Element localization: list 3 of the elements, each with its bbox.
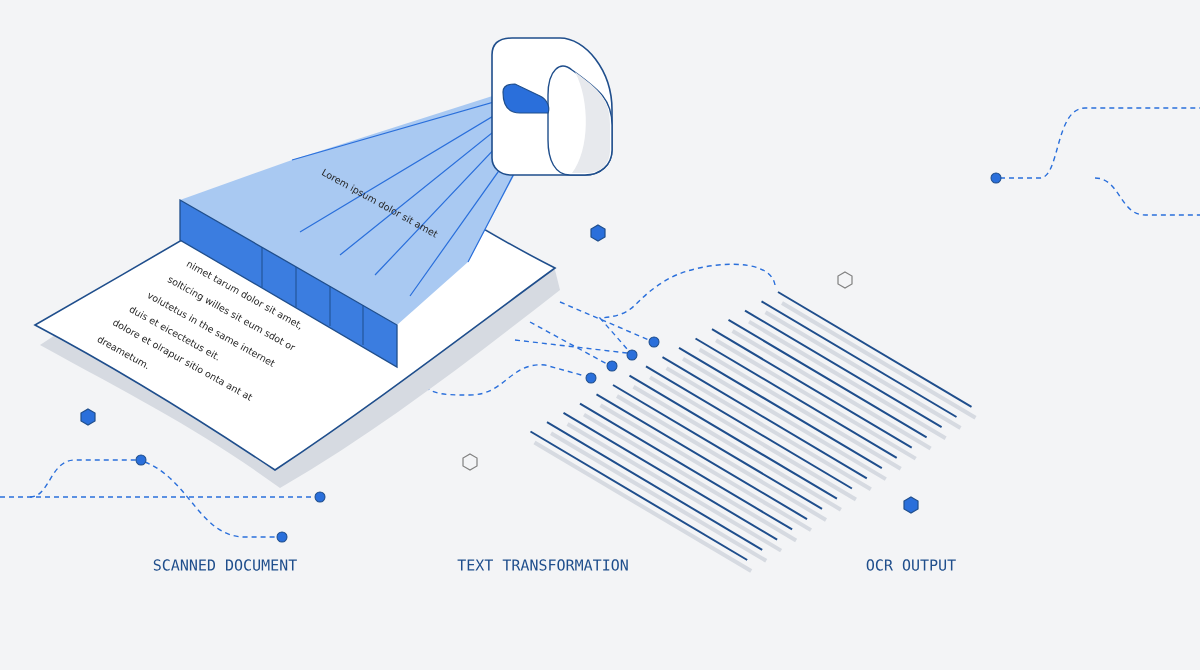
- section-caption: TEXT TRANSFORMATION: [457, 559, 628, 571]
- section-caption: OCR OUTPUT: [866, 559, 956, 571]
- section-caption: SCANNED DOCUMENT: [153, 559, 297, 571]
